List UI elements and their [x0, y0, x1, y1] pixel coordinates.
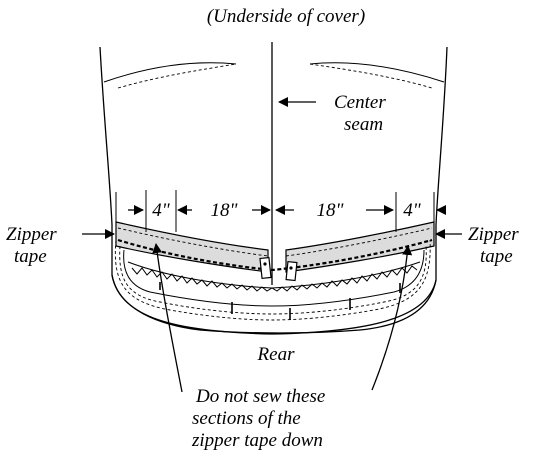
cover-outline-bottom	[111, 274, 437, 335]
dim-right-4-label: 4"	[403, 200, 422, 221]
zipper-left-label-2: tape	[14, 246, 47, 267]
dim-right-18-label: 18"	[317, 200, 345, 221]
shoulder-left-dashed	[117, 63, 237, 89]
note-leader-left	[152, 243, 183, 393]
zipper-pull-right	[285, 260, 298, 282]
zipper-pull-left	[259, 256, 272, 280]
dim-left-4-label: 4"	[152, 200, 171, 221]
center-seam-label-2: seam	[344, 114, 383, 135]
zigzag-stitch	[131, 265, 418, 292]
center-seam-label-1: Center	[334, 92, 386, 113]
note-leader-right	[371, 245, 413, 391]
note-line-3: zipper tape down	[191, 430, 323, 451]
note-line-1: Do not sew these	[195, 386, 325, 407]
cover-outline-left	[99, 46, 448, 334]
zipper-channel-dashed	[119, 245, 427, 315]
top-caption: (Underside of cover)	[207, 6, 365, 27]
zipper-tape-right	[285, 221, 435, 273]
zipper-channel-dashed-2	[114, 239, 431, 321]
shoulder-right-dashed	[309, 63, 433, 89]
tape-stitch-right	[285, 227, 433, 257]
zipper-left-label-1: Zipper	[6, 224, 57, 245]
stitch-ticks	[159, 282, 401, 320]
note-line-2: sections of the	[192, 408, 301, 429]
zipper-right-label-2: tape	[480, 246, 513, 267]
rear-label: Rear	[257, 344, 296, 365]
tape-stitch-left	[117, 227, 269, 257]
shoulder-right-solid	[309, 62, 445, 83]
zipper-channel-inner	[127, 261, 421, 289]
zipper-teeth	[117, 238, 433, 272]
shoulder-left-solid	[103, 62, 237, 83]
dimension-extensions	[115, 190, 435, 232]
zipper-right-label-1: Zipper	[468, 224, 519, 245]
dim-left-18-label: 18"	[211, 200, 239, 221]
